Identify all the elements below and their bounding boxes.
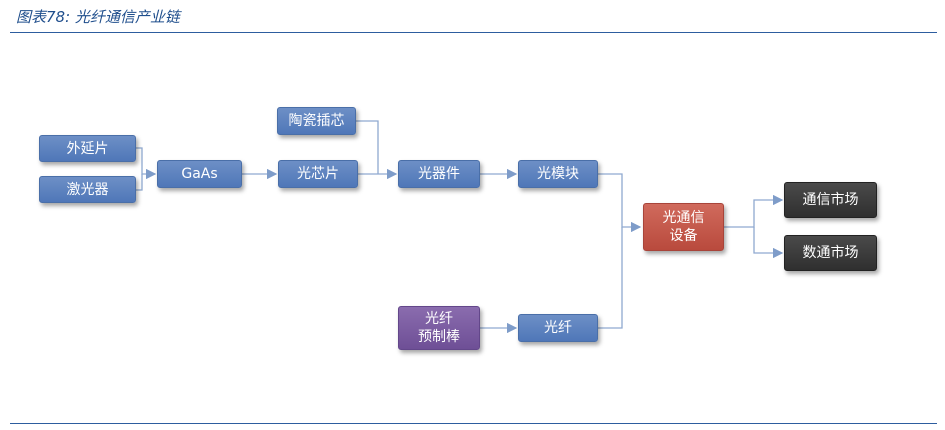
node-jiguangqi: 激光器	[39, 176, 136, 203]
link-taoci-guangqijian	[356, 120, 379, 174]
node-guangxinpian: 光芯片	[278, 160, 358, 188]
link-shebei-tongxin	[724, 194, 784, 228]
node-gaas: GaAs	[157, 160, 242, 188]
node-tongxin-shichang: 通信市场	[784, 182, 877, 218]
link-guangxian-shebei	[598, 227, 623, 329]
figure-caption: 图表78: 光纤通信产业链	[16, 8, 180, 26]
node-guangqijian: 光器件	[398, 160, 480, 188]
node-guangtongxin-shebei: 光通信 设备	[643, 203, 724, 251]
top-rule	[10, 32, 937, 33]
node-shuju-shichang: 数通市场	[784, 235, 877, 271]
node-taocichaxin: 陶瓷插芯	[277, 107, 356, 135]
link-waiyanpian-gaas	[136, 147, 157, 180]
node-waiyanpian: 外延片	[39, 135, 136, 162]
node-guangmokuai: 光模块	[518, 160, 598, 188]
node-guangxian: 光纤	[518, 314, 598, 342]
node-guangxian-yuzhibang: 光纤 预制棒	[398, 306, 480, 350]
bottom-rule	[10, 423, 937, 424]
link-shebei-shuju	[753, 227, 784, 259]
link-jiguangqi-gaas	[136, 174, 143, 191]
link-guangmokuai-shebei	[598, 173, 642, 233]
